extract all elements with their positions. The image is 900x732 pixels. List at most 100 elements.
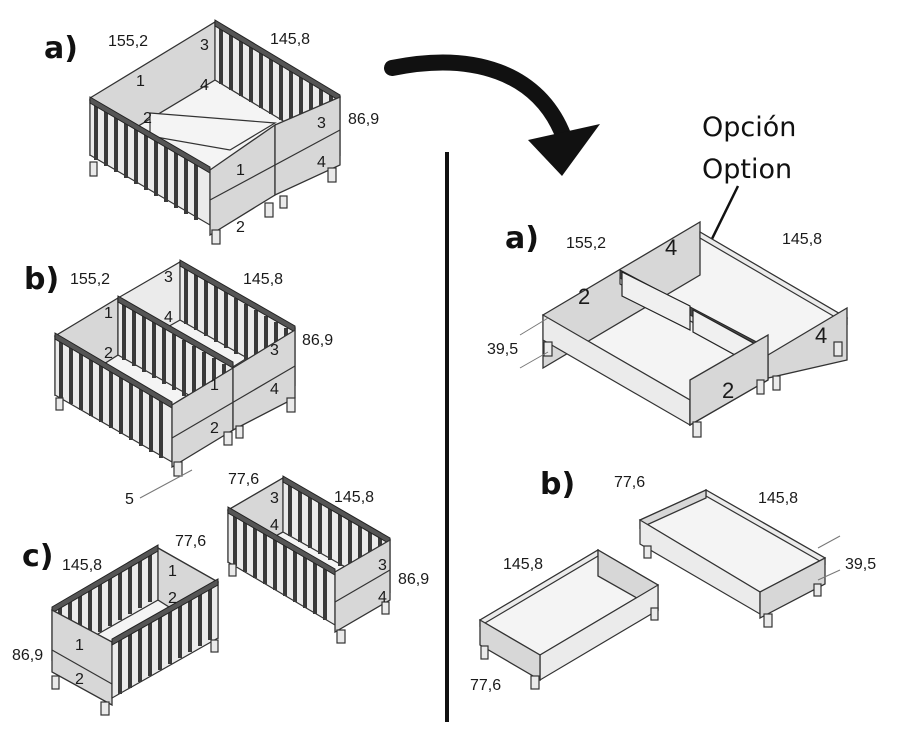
right-b-dim-length: 145,8 (758, 490, 798, 507)
left-a-part-4: 4 (200, 77, 209, 94)
left-b-part-2: 2 (104, 345, 113, 362)
right-b-foot (643, 545, 652, 559)
left-c2-foot (336, 629, 346, 644)
left-b-foot (173, 461, 183, 477)
right-a-part-2b: 2 (722, 378, 734, 403)
left-a-crib (88, 19, 342, 245)
right-b-bed-front (478, 548, 660, 690)
left-a-part-2b: 2 (236, 219, 245, 236)
option-label-es: Opción (702, 112, 796, 143)
left-b-foot (286, 397, 296, 413)
right-a-foot (692, 421, 702, 438)
left-c-foot (51, 675, 60, 690)
left-c2-foot (381, 601, 390, 615)
left-a-dim-width: 155,2 (108, 33, 148, 50)
left-a-part-1: 1 (136, 73, 145, 90)
right-a-front-panel-2 (689, 333, 769, 427)
left-c-foot (100, 701, 110, 716)
left-c-label: c) (22, 539, 54, 574)
left-c2-dim-width: 77,6 (228, 471, 259, 488)
right-b-dim-width-front: 77,6 (470, 677, 501, 694)
left-c2-dim-length: 145,8 (334, 489, 374, 506)
left-b-dim-length: 145,8 (243, 271, 283, 288)
right-a-part-4b: 4 (815, 323, 827, 348)
left-c-dim-width: 77,6 (175, 533, 206, 550)
left-b-foot (223, 431, 233, 446)
left-b-foot (235, 425, 244, 439)
right-a-foot (756, 379, 765, 395)
left-a-dim-length: 145,8 (270, 31, 310, 48)
left-a-front-left-slats (89, 96, 211, 227)
right-b-bed-back (638, 488, 841, 628)
left-c-dim-height: 86,9 (12, 647, 43, 664)
left-b-part-3: 3 (164, 269, 173, 286)
right-a-dim-length: 145,8 (782, 231, 822, 248)
left-a-foot (327, 167, 337, 183)
right-b-foot (650, 607, 659, 621)
left-b-part-4b: 4 (270, 381, 279, 398)
left-c-foot (210, 639, 219, 653)
left-c-front-left-panel (51, 608, 113, 707)
left-c2-part-4: 4 (270, 517, 279, 534)
left-b-part-1b: 1 (210, 377, 219, 394)
left-a-divider (149, 112, 277, 151)
left-c-front-slats (111, 578, 219, 700)
right-b-label: b) (540, 467, 575, 502)
transform-arrow-icon (384, 54, 600, 176)
left-a-label: a) (44, 31, 78, 66)
left-b-part-3b: 3 (270, 342, 279, 359)
right-a-label: a) (505, 221, 539, 256)
right-a-foot (772, 375, 781, 391)
right-a-part-4: 4 (665, 235, 677, 260)
left-b-front-left-slats (54, 332, 173, 464)
left-b-dim-height: 86,9 (302, 332, 333, 349)
right-b-back-end (759, 556, 826, 620)
right-a-divider-left (621, 271, 691, 331)
left-a-front-panel-2 (274, 96, 341, 197)
left-c-crib (50, 544, 220, 716)
right-b-dim-height: 39,5 (845, 556, 876, 573)
left-a-part-1b: 1 (236, 162, 245, 179)
right-a-part-2: 2 (578, 284, 590, 309)
left-c-part-2: 2 (168, 590, 177, 607)
right-b-foot (480, 645, 489, 660)
right-b-front-end (479, 618, 541, 682)
left-b-dim-gap: 5 (125, 491, 134, 508)
left-a-foot (89, 161, 98, 177)
left-c2-dim-height: 86,9 (398, 571, 429, 588)
right-b-foot (813, 583, 822, 597)
left-a-foot (264, 202, 274, 218)
left-a-foot (211, 229, 221, 245)
left-c2-part-3: 3 (270, 490, 279, 507)
left-c2-foot (228, 563, 237, 577)
left-a-dim-height: 86,9 (348, 111, 379, 128)
left-b-gap-leader (139, 469, 193, 499)
right-b-foot (530, 675, 540, 690)
option-label-en: Option (702, 154, 792, 185)
left-a-part-4b: 4 (317, 154, 326, 171)
left-b-part-2b: 2 (210, 420, 219, 437)
right-b-dim-width: 77,6 (614, 474, 645, 491)
right-a-dim-width: 155,2 (566, 235, 606, 252)
left-c2-crib (226, 475, 392, 644)
left-a-part-3b: 3 (317, 115, 326, 132)
left-c-part-1: 1 (168, 563, 177, 580)
left-b-dim-width: 155,2 (70, 271, 110, 288)
right-b-foot (763, 613, 773, 628)
left-b-part-4: 4 (164, 309, 173, 326)
right-a-foot (543, 341, 553, 357)
left-c-part-1b: 1 (75, 637, 84, 654)
left-b-foot (55, 397, 64, 411)
left-a-part-2: 2 (143, 110, 152, 127)
left-c-part-2b: 2 (75, 671, 84, 688)
left-a-part-3: 3 (200, 37, 209, 54)
left-b-label: b) (24, 262, 59, 297)
right-a-foot (833, 341, 843, 357)
right-a-dim-height: 39,5 (487, 341, 518, 358)
right-a-bed (519, 220, 849, 438)
left-c-dim-length: 145,8 (62, 557, 102, 574)
left-c2-part-3b: 3 (378, 557, 387, 574)
left-b-part-1: 1 (104, 305, 113, 322)
left-c2-part-4b: 4 (378, 589, 387, 606)
